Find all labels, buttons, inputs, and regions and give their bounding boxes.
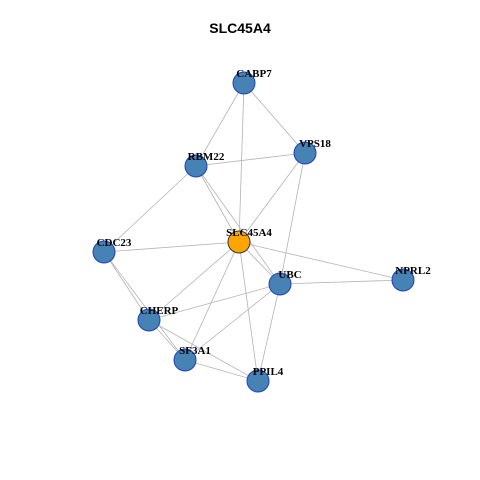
edge-rbm22-vps18 xyxy=(195,152,306,167)
edge-ubc-cherp xyxy=(148,283,281,321)
edge-slc45a4-cherp xyxy=(148,241,240,321)
node-label-ppil4: PPIL4 xyxy=(253,366,284,378)
edge-cabp7-vps18 xyxy=(243,82,306,154)
edge-vps18-ubc xyxy=(279,152,306,285)
edge-slc45a4-sf3a1 xyxy=(184,241,240,361)
edge-rbm22-ubc xyxy=(195,165,281,285)
graph-title: SLC45A4 xyxy=(209,20,271,36)
edge-slc45a4-ppil4 xyxy=(238,241,259,382)
edge-ubc-sf3a1 xyxy=(184,283,281,361)
edge-ubc-ppil4 xyxy=(257,283,281,382)
edge-cdc23-slc45a4 xyxy=(103,241,240,253)
node-label-cabp7: CABP7 xyxy=(236,68,272,80)
edge-sf3a1-ppil4 xyxy=(184,359,259,382)
node-label-cdc23: CDC23 xyxy=(97,237,132,249)
node-cdc23[interactable] xyxy=(92,240,116,264)
node-nprl2[interactable] xyxy=(391,268,415,292)
node-label-vps18: VPS18 xyxy=(299,138,331,150)
edge-rbm22-slc45a4 xyxy=(195,165,240,243)
node-ubc[interactable] xyxy=(268,272,292,296)
edge-ubc-nprl2 xyxy=(279,279,404,285)
node-label-rbm22: RBM22 xyxy=(188,151,225,163)
node-slc45a4[interactable] xyxy=(227,230,251,254)
node-label-slc45a4: SLC45A4 xyxy=(226,227,272,239)
node-label-sf3a1: SF3A1 xyxy=(179,345,211,357)
node-label-cherp: CHERP xyxy=(140,305,179,317)
node-label-ubc: UBC xyxy=(278,269,301,281)
node-cabp7[interactable] xyxy=(232,71,256,95)
node-ppil4[interactable] xyxy=(246,369,270,393)
edge-cdc23-sf3a1 xyxy=(103,251,186,361)
edge-vps18-slc45a4 xyxy=(238,152,306,243)
edge-cdc23-cherp xyxy=(103,251,150,321)
edge-cabp7-rbm22 xyxy=(195,82,245,167)
edge-cherp-ppil4 xyxy=(148,319,259,382)
node-sf3a1[interactable] xyxy=(173,348,197,372)
edge-rbm22-cdc23 xyxy=(103,165,197,253)
node-rbm22[interactable] xyxy=(184,154,208,178)
edge-cabp7-slc45a4 xyxy=(238,82,245,243)
node-label-nprl2: NPRL2 xyxy=(395,265,431,277)
node-vps18[interactable] xyxy=(293,141,317,165)
node-cherp[interactable] xyxy=(137,308,161,332)
edge-slc45a4-nprl2 xyxy=(238,241,404,281)
